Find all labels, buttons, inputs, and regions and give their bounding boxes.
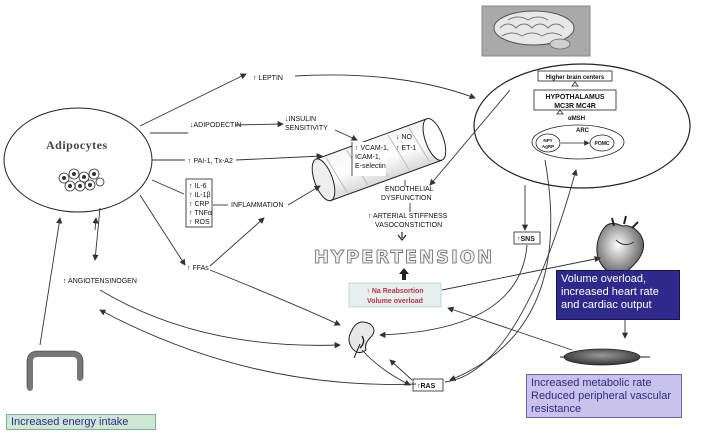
na-reabsorption-box [348, 282, 442, 308]
icam-label: ICAM-1, [355, 154, 381, 161]
pai1-label: ↑ PAI-1, Tx-A2 [188, 158, 233, 165]
na-reabsorption-label: ↑ Na Reabsortion [366, 288, 423, 295]
heart-effects-label: Volume overload, increased heart rate an… [561, 273, 659, 311]
agrp-label: AgRP [542, 144, 554, 149]
fat-cells-icon [58, 168, 105, 192]
adipocytes-ellipse [3, 107, 153, 213]
ffas-label: ↑ FFAs [187, 265, 209, 272]
hypertension-title: HYPERTENSION [314, 247, 494, 268]
marker-il6: ↑ IL-6 [189, 183, 207, 190]
ras-label: ↑RAS [417, 383, 436, 390]
volume-overload-label: Volume overload [367, 298, 423, 305]
npy-cell [535, 133, 561, 153]
energy-intake-box: Increased energy intake [6, 414, 156, 430]
marker-ros: ↑ ROS [189, 219, 210, 226]
endothelial-label-2: DYSFUNCTION [381, 195, 432, 202]
vcam-label: ↑ VCAM-1, [355, 145, 389, 152]
eselectin-label: E-selectin [355, 163, 386, 170]
arc-label: ARC [576, 128, 590, 134]
marker-crp: ↑ CRP [189, 201, 210, 208]
ras-box [412, 378, 444, 392]
arterial-label-2: VASOCONSTICTION [375, 222, 442, 229]
muscle-effects-label: Increased metabolic rate Reduced periphe… [531, 377, 672, 415]
heart-icon [596, 215, 644, 279]
receptors-label: MC3R MC4R [554, 103, 596, 110]
muscle-effects-box: Increased metabolic rate Reduced periphe… [526, 374, 682, 418]
brain-icon [493, 10, 575, 50]
no-label: ↓ NO [396, 134, 413, 141]
arterial-label-1: ↑ ARTERIAL STIFFNESS [368, 213, 448, 220]
hypothalamus-box [533, 89, 617, 111]
marker-tnfa: ↑ TNFα [189, 210, 212, 217]
intestine-icon [27, 351, 83, 391]
up-arrow-icon [556, 109, 564, 115]
insulin-label-1: ↓INSULIN [285, 116, 316, 123]
up-arrow-icon [571, 81, 579, 87]
up-arrow-icon [399, 268, 409, 280]
sns-box [513, 231, 541, 245]
et1-label: ↑ ET-1 [396, 145, 416, 152]
adhesion-backdrop [352, 142, 386, 176]
pomc-cell [589, 134, 615, 152]
amsh-label: αMSH [568, 116, 585, 122]
higher-brain-label: Higher brain centers [546, 75, 605, 81]
inflammation-label: INFLAMMATION [231, 202, 283, 209]
hypothalamus-label: HYPOTHALAMUS [545, 94, 604, 101]
angiotensinogen-label: ↑ ANGIOTENSINOGEN [63, 278, 137, 285]
markers-box [185, 178, 213, 228]
pomc-label: POMC [595, 141, 610, 147]
sns-label: ↑SNS [517, 236, 535, 243]
insulin-label-2: SENSITIVITY [285, 125, 328, 132]
intestine-outline [26, 350, 84, 388]
heart-effects-box: Volume overload, increased heart rate an… [556, 270, 680, 320]
down-arrow-icon [397, 232, 407, 241]
npy-label: NPY [543, 138, 552, 143]
kidney-icon [348, 321, 375, 359]
adiponectin-label: ↓ADIPODECTIN [190, 122, 241, 129]
muscle-icon [563, 348, 641, 366]
adipocytes-label: Adipocytes [46, 138, 108, 152]
marker-il1b: ↑ IL-1β [189, 192, 211, 199]
higher-brain-box [537, 70, 613, 82]
endothelial-label-1: ENDOTHELIAL [385, 186, 434, 193]
leptin-label: ↑ LEPTIN [253, 75, 283, 82]
energy-intake-label: Increased energy intake [11, 416, 129, 428]
